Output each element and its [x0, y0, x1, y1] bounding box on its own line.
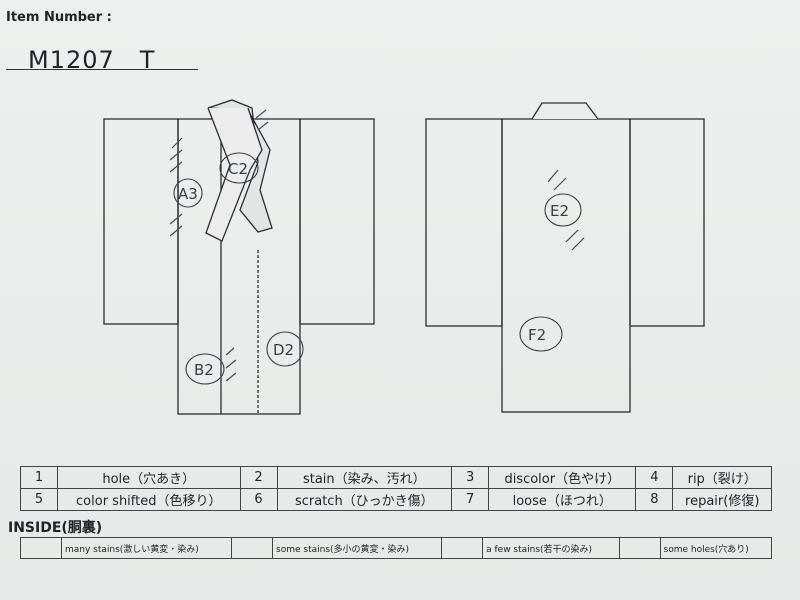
legend-number: 3: [451, 466, 490, 489]
inside-checkbox[interactable]: [231, 537, 274, 559]
inside-option: a few stains(若干の染み): [482, 537, 620, 559]
inside-section-title: INSIDE(胴裏): [8, 520, 103, 536]
front-mark-b2: B2: [194, 361, 214, 379]
legend-number: 2: [239, 466, 278, 489]
legend-row: 5 color shifted（色移り） 6 scratch（ひっかき傷） 7 …: [20, 488, 772, 511]
legend-label: repair(修復): [672, 488, 772, 511]
legend-number: 1: [20, 466, 58, 489]
front-mark-a3: A3: [178, 185, 198, 203]
inside-row: many stains(激しい黄変・染み) some stains(多小の黄変・…: [20, 537, 772, 559]
front-defect-markers: [173, 152, 304, 385]
defect-legend-table: 1 hole（穴あき） 2 stain（染み、汚れ） 3 discolor（色や…: [20, 466, 772, 511]
back-mark-e2: E2: [550, 202, 569, 220]
back-defect-markers: [519, 193, 582, 352]
legend-label: hole（穴あき）: [57, 466, 241, 489]
front-hatch-marks: [169, 109, 269, 382]
item-number-label: Item Number :: [6, 10, 112, 25]
legend-label: color shifted（色移り）: [57, 488, 241, 511]
back-hatch-marks: [547, 169, 585, 251]
inside-checkbox[interactable]: [20, 537, 62, 559]
legend-number: 7: [451, 488, 490, 511]
legend-label: scratch（ひっかき傷）: [276, 488, 453, 511]
inside-checkbox[interactable]: [441, 537, 484, 559]
back-mark-f2: F2: [528, 326, 546, 344]
front-mark-c2: C2: [228, 160, 248, 178]
legend-label: stain（染み、汚れ）: [276, 466, 453, 489]
kimono-back-outline: [425, 102, 705, 413]
legend-number: 5: [20, 488, 58, 511]
item-number-underline: [6, 69, 198, 70]
legend-number: 6: [239, 488, 278, 511]
legend-label: rip（裂け）: [672, 466, 772, 489]
inside-lining-table: many stains(激しい黄変・染み) some stains(多小の黄変・…: [20, 537, 772, 559]
legend-row: 1 hole（穴あき） 2 stain（染み、汚れ） 3 discolor（色や…: [20, 466, 772, 489]
inside-option: some stains(多小の黄変・染み): [272, 537, 443, 559]
inside-checkbox[interactable]: [618, 537, 661, 559]
kimono-diagrams: A3 C2 B2 D2 E2 F2: [103, 99, 705, 415]
inside-option: some holes(穴あり): [659, 537, 772, 559]
legend-label: loose（ほつれ）: [488, 488, 637, 511]
front-mark-d2: D2: [273, 341, 294, 359]
legend-number: 8: [635, 488, 674, 511]
legend-label: discolor（色やけ）: [488, 466, 637, 489]
kimono-front-outline: [103, 99, 375, 415]
legend-number: 4: [635, 466, 674, 489]
inside-option: many stains(激しい黄変・染み): [60, 537, 233, 559]
